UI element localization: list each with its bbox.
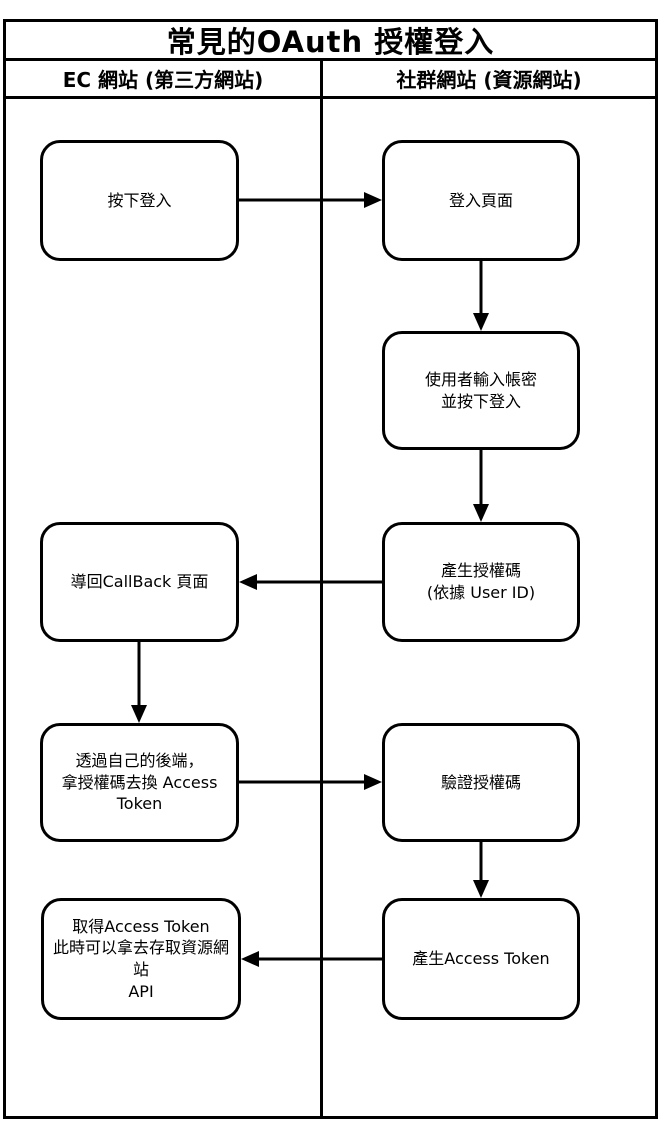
header-separator-line	[3, 96, 658, 99]
node-press-login: 按下登入	[40, 140, 239, 261]
node-login-page: 登入頁面	[382, 140, 580, 261]
title-separator-line	[3, 58, 658, 61]
node-generate-auth-code: 產生授權碼 (依據 User ID)	[382, 522, 580, 642]
node-get-access-token: 取得Access Token 此時可以拿去存取資源網站 API	[41, 898, 241, 1020]
node-exchange-token: 透過自己的後端， 拿授權碼去換 Access Token	[40, 723, 239, 842]
column-divider-line	[320, 58, 323, 1119]
node-verify-auth-code: 驗證授權碼	[382, 723, 580, 842]
column-header-social-site: 社群網站 (資源網站)	[396, 68, 582, 92]
node-generate-access-token: 產生Access Token	[382, 898, 580, 1020]
node-redirect-callback: 導回CallBack 頁面	[40, 522, 239, 642]
page-title: 常見的OAuth 授權登入	[166, 25, 495, 59]
column-header-ec-site: EC 網站 (第三方網站)	[62, 68, 264, 92]
node-enter-credentials: 使用者輸入帳密 並按下登入	[382, 331, 580, 450]
